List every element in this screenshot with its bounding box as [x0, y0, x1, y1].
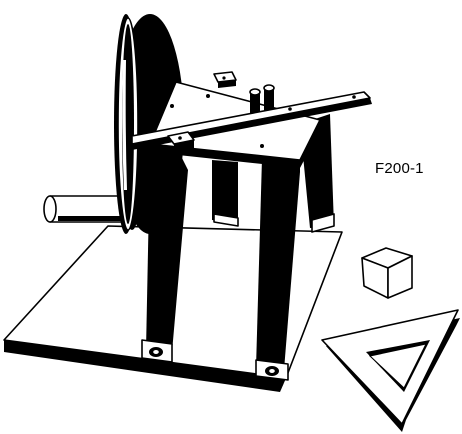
mounting-bolt: [149, 347, 279, 376]
top-block: [213, 71, 237, 88]
pointer-arm: [131, 91, 372, 152]
triangle: [321, 309, 460, 432]
cube: [361, 247, 413, 299]
figure-label: F200-1: [375, 160, 424, 177]
